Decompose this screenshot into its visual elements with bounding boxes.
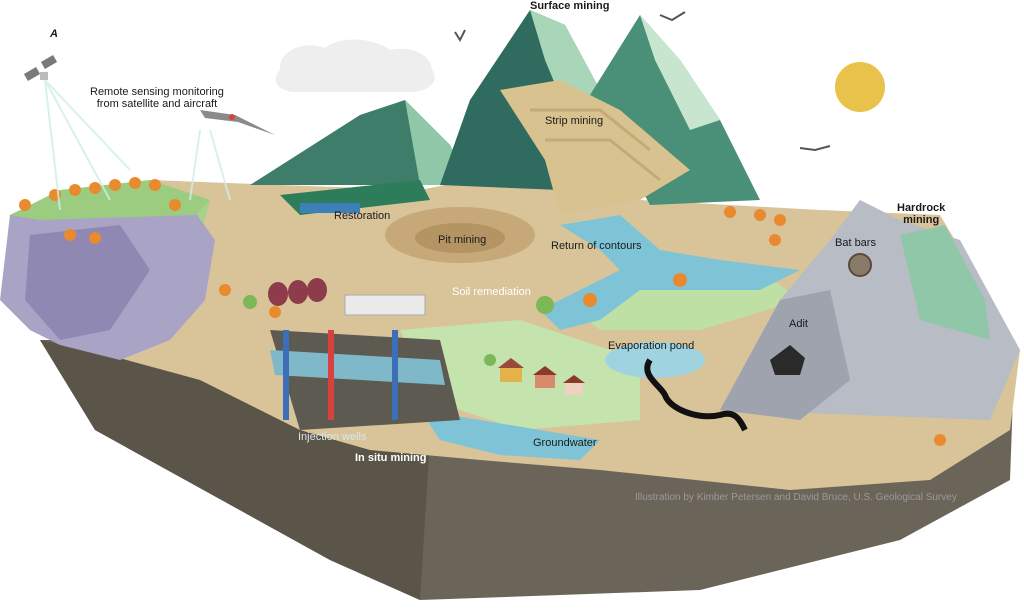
hardrock-green-peak (900, 225, 990, 340)
label-hardrock-line-2: mining (903, 214, 940, 227)
green-tree-icon (243, 295, 554, 366)
evaporation-pond-water (605, 342, 705, 378)
label-groundwater: Groundwater (533, 437, 597, 449)
label-remote-sensing-line-1: Remote sensing monitoring (90, 86, 224, 98)
label-in-situ-mining: In situ mining (355, 452, 427, 464)
storage-tanks (268, 278, 327, 306)
earth-underside-shade (40, 340, 430, 600)
mountain-right-light (640, 15, 720, 130)
groundwater-river (420, 410, 600, 460)
cloud-icon (275, 39, 435, 92)
panel-label: A (50, 28, 58, 40)
house-icon (498, 358, 585, 395)
label-adit: Adit (789, 318, 808, 330)
label-remote-sensing-line-2: from satellite and aircraft (96, 98, 218, 111)
bird-icon (454, 11, 831, 152)
river (540, 215, 800, 330)
black-pipe (644, 358, 748, 432)
satellite-icon (23, 55, 58, 81)
label-evaporation-pond: Evaporation pond (608, 340, 695, 352)
label-soil-remediation: Soil remediation (452, 286, 531, 298)
sun-icon (835, 62, 885, 112)
open-pit-inner (415, 223, 505, 253)
label-hardrock-line-1: Hardrock (897, 202, 946, 214)
processing-building (344, 294, 426, 316)
label-hardrock-mining: Hardrock mining (897, 202, 945, 226)
label-return-of-contours: Return of contours (551, 240, 642, 252)
adit-entrance (770, 345, 805, 375)
label-bat-bars: Bat bars (835, 237, 876, 249)
strip-mining-terraces (500, 80, 690, 215)
strip-terrace-line-1 (530, 108, 651, 152)
injection-well-3 (392, 330, 398, 420)
injection-well-1 (283, 330, 289, 420)
illustration-credit: Illustration by Kimber Petersen and Davi… (635, 492, 957, 503)
bat-bars-gate (848, 253, 872, 277)
strip-terrace-line-2 (545, 138, 661, 182)
label-surface-mining: Surface mining (530, 0, 610, 12)
aquifer-layer (270, 350, 445, 385)
tree-icon (19, 177, 946, 446)
airplane-icon (200, 110, 275, 135)
label-strip-mining: Strip mining (545, 115, 604, 127)
restoration-pond (300, 203, 360, 213)
label-restoration: Restoration (334, 210, 391, 222)
label-injection-wells: Injection wells (298, 431, 367, 443)
label-remote-sensing: Remote sensing monitoring from satellite… (90, 86, 224, 110)
left-cliff-shade (25, 225, 150, 340)
label-pit-mining: Pit mining (438, 234, 487, 246)
remote-sensing-beams (44, 79, 231, 211)
injection-well-2 (328, 330, 334, 420)
